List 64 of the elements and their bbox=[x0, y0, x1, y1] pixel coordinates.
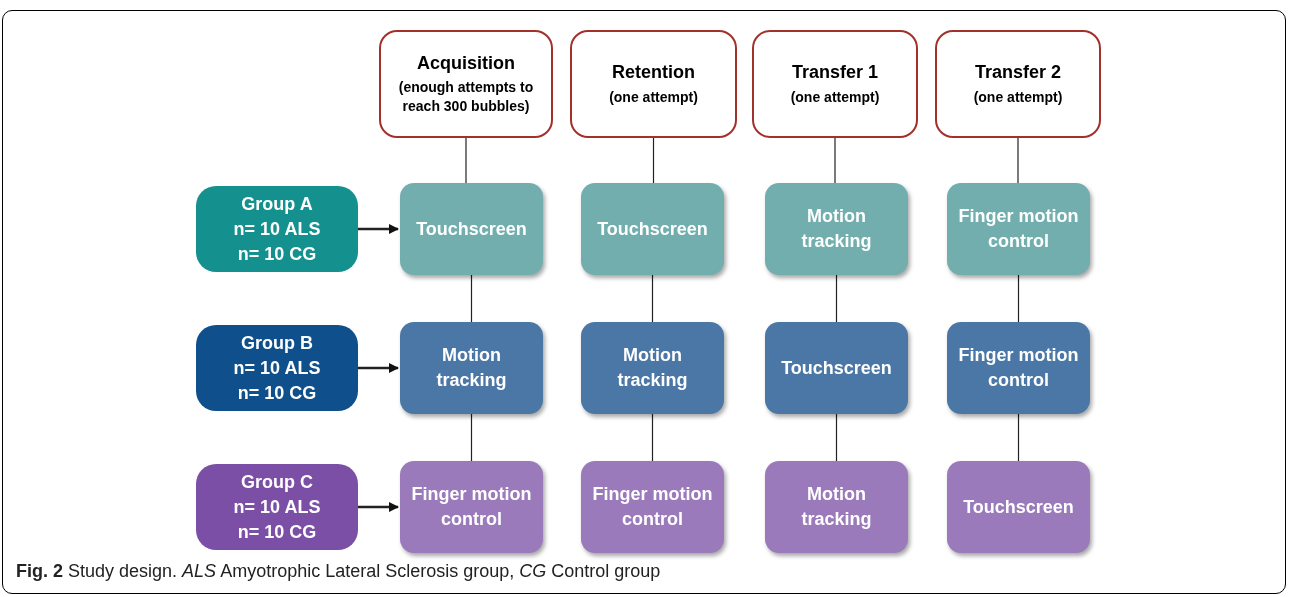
connector-line bbox=[1017, 137, 1019, 184]
connector-line bbox=[651, 413, 654, 462]
connector-line bbox=[651, 274, 654, 323]
condition-label: Motion tracking bbox=[800, 205, 873, 253]
connector-line bbox=[835, 413, 838, 462]
condition-box bbox=[947, 183, 1090, 275]
arrow bbox=[358, 224, 399, 234]
connector-line bbox=[1017, 274, 1020, 323]
phase-note: (one attempt) bbox=[609, 87, 698, 107]
condition-label: Finger motion control bbox=[591, 483, 714, 531]
condition-box bbox=[400, 183, 543, 275]
condition-box bbox=[400, 322, 543, 414]
group-size: n= 10 CG bbox=[237, 242, 317, 266]
phase-title: Acquisition bbox=[417, 51, 515, 74]
condition-box bbox=[581, 183, 724, 275]
condition-label: Finger motion control bbox=[410, 483, 533, 531]
phase-title: Retention bbox=[612, 61, 695, 84]
group-box bbox=[196, 186, 358, 272]
condition-label: Finger motion control bbox=[957, 205, 1080, 253]
group-size: n= 10 ALS bbox=[233, 217, 321, 241]
arrow bbox=[358, 502, 399, 512]
group-size: n= 10 CG bbox=[237, 381, 317, 405]
phase-box bbox=[752, 30, 918, 138]
group-size: n= 10 CG bbox=[237, 520, 317, 544]
condition-label: Motion tracking bbox=[616, 344, 689, 392]
phase-box bbox=[570, 30, 737, 138]
condition-box bbox=[765, 461, 908, 553]
condition-box bbox=[581, 322, 724, 414]
phase-title: Transfer 2 bbox=[974, 61, 1061, 84]
condition-box bbox=[765, 322, 908, 414]
condition-label: Touchscreen bbox=[781, 356, 892, 380]
connector-line bbox=[470, 274, 473, 323]
condition-box bbox=[947, 461, 1090, 553]
phase-box bbox=[379, 30, 553, 138]
phase-note: (one attempt) bbox=[790, 87, 880, 107]
group-name: Group C bbox=[241, 470, 313, 494]
condition-label: Touchscreen bbox=[416, 217, 527, 241]
phase-note: (one attempt) bbox=[973, 87, 1063, 107]
condition-box bbox=[947, 322, 1090, 414]
connector-line bbox=[1017, 413, 1020, 462]
group-box bbox=[196, 464, 358, 550]
group-box bbox=[196, 325, 358, 411]
condition-label: Touchscreen bbox=[597, 217, 708, 241]
phase-box bbox=[935, 30, 1101, 138]
connector-line bbox=[465, 137, 467, 184]
connector-line bbox=[652, 137, 655, 184]
phase-note: (enough attempts to reach 300 bubbles) bbox=[397, 78, 535, 117]
connector-line bbox=[834, 137, 836, 184]
group-name: Group A bbox=[241, 192, 313, 216]
connector-line bbox=[835, 274, 838, 323]
phase-title: Transfer 1 bbox=[791, 61, 878, 84]
group-size: n= 10 ALS bbox=[233, 356, 321, 380]
condition-label: Motion tracking bbox=[435, 344, 508, 392]
condition-label: Finger motion control bbox=[957, 344, 1080, 392]
condition-label: Motion tracking bbox=[800, 483, 873, 531]
condition-box bbox=[765, 183, 908, 275]
caption: Fig. 2 Study design. ALS Amyotrophic Lateral Sclerosis group, CG Control group bbox=[16, 560, 661, 583]
group-size: n= 10 ALS bbox=[233, 495, 321, 519]
connector-line bbox=[470, 413, 473, 462]
condition-box bbox=[400, 461, 543, 553]
condition-box bbox=[581, 461, 724, 553]
group-name: Group B bbox=[241, 331, 313, 355]
condition-label: Touchscreen bbox=[963, 495, 1074, 519]
arrow bbox=[358, 363, 399, 373]
